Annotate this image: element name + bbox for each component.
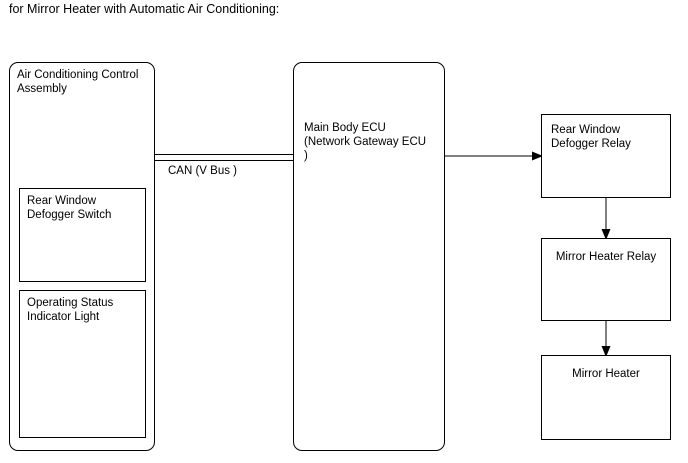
block-rear-window-defogger-relay: Rear Window Defogger Relay (541, 114, 671, 198)
can-bus-label: CAN (V Bus ) (168, 165, 238, 177)
block-rear-window-defogger-switch: Rear Window Defogger Switch (19, 188, 146, 282)
block-main-body-ecu: Main Body ECU (Network Gateway ECU ) (293, 62, 445, 451)
block-label-rear-window-defogger-relay: Rear Window Defogger Relay (551, 124, 631, 150)
block-label-air-conditioning-control-assembly: Air Conditioning Control Assembly (17, 69, 139, 95)
can-bus-rail-bottom (155, 160, 294, 161)
connector-ecu-to-rear-window-defogger-relay (444, 146, 543, 166)
block-mirror-heater: Mirror Heater (541, 355, 671, 440)
block-label-mirror-heater: Mirror Heater (572, 368, 640, 380)
block-label-rear-window-defogger-switch: Rear Window Defogger Switch (27, 195, 112, 221)
can-bus-rail-top (155, 154, 294, 155)
block-operating-status-indicator-light: Operating Status Indicator Light (19, 290, 146, 438)
can-bus-line (155, 154, 294, 161)
block-label-mirror-heater-relay: Mirror Heater Relay (555, 251, 657, 263)
block-label-operating-status-indicator-light: Operating Status Indicator Light (27, 297, 114, 323)
connector-mirror-heater-relay-to-mirror-heater (596, 320, 616, 357)
connector-rear-window-defogger-relay-to-mirror-heater-relay (596, 197, 616, 240)
diagram-caption: for Mirror Heater with Automatic Air Con… (9, 2, 280, 16)
block-label-main-body-ecu: Main Body ECU (Network Gateway ECU ) (304, 122, 427, 162)
block-mirror-heater-relay: Mirror Heater Relay (541, 238, 671, 321)
